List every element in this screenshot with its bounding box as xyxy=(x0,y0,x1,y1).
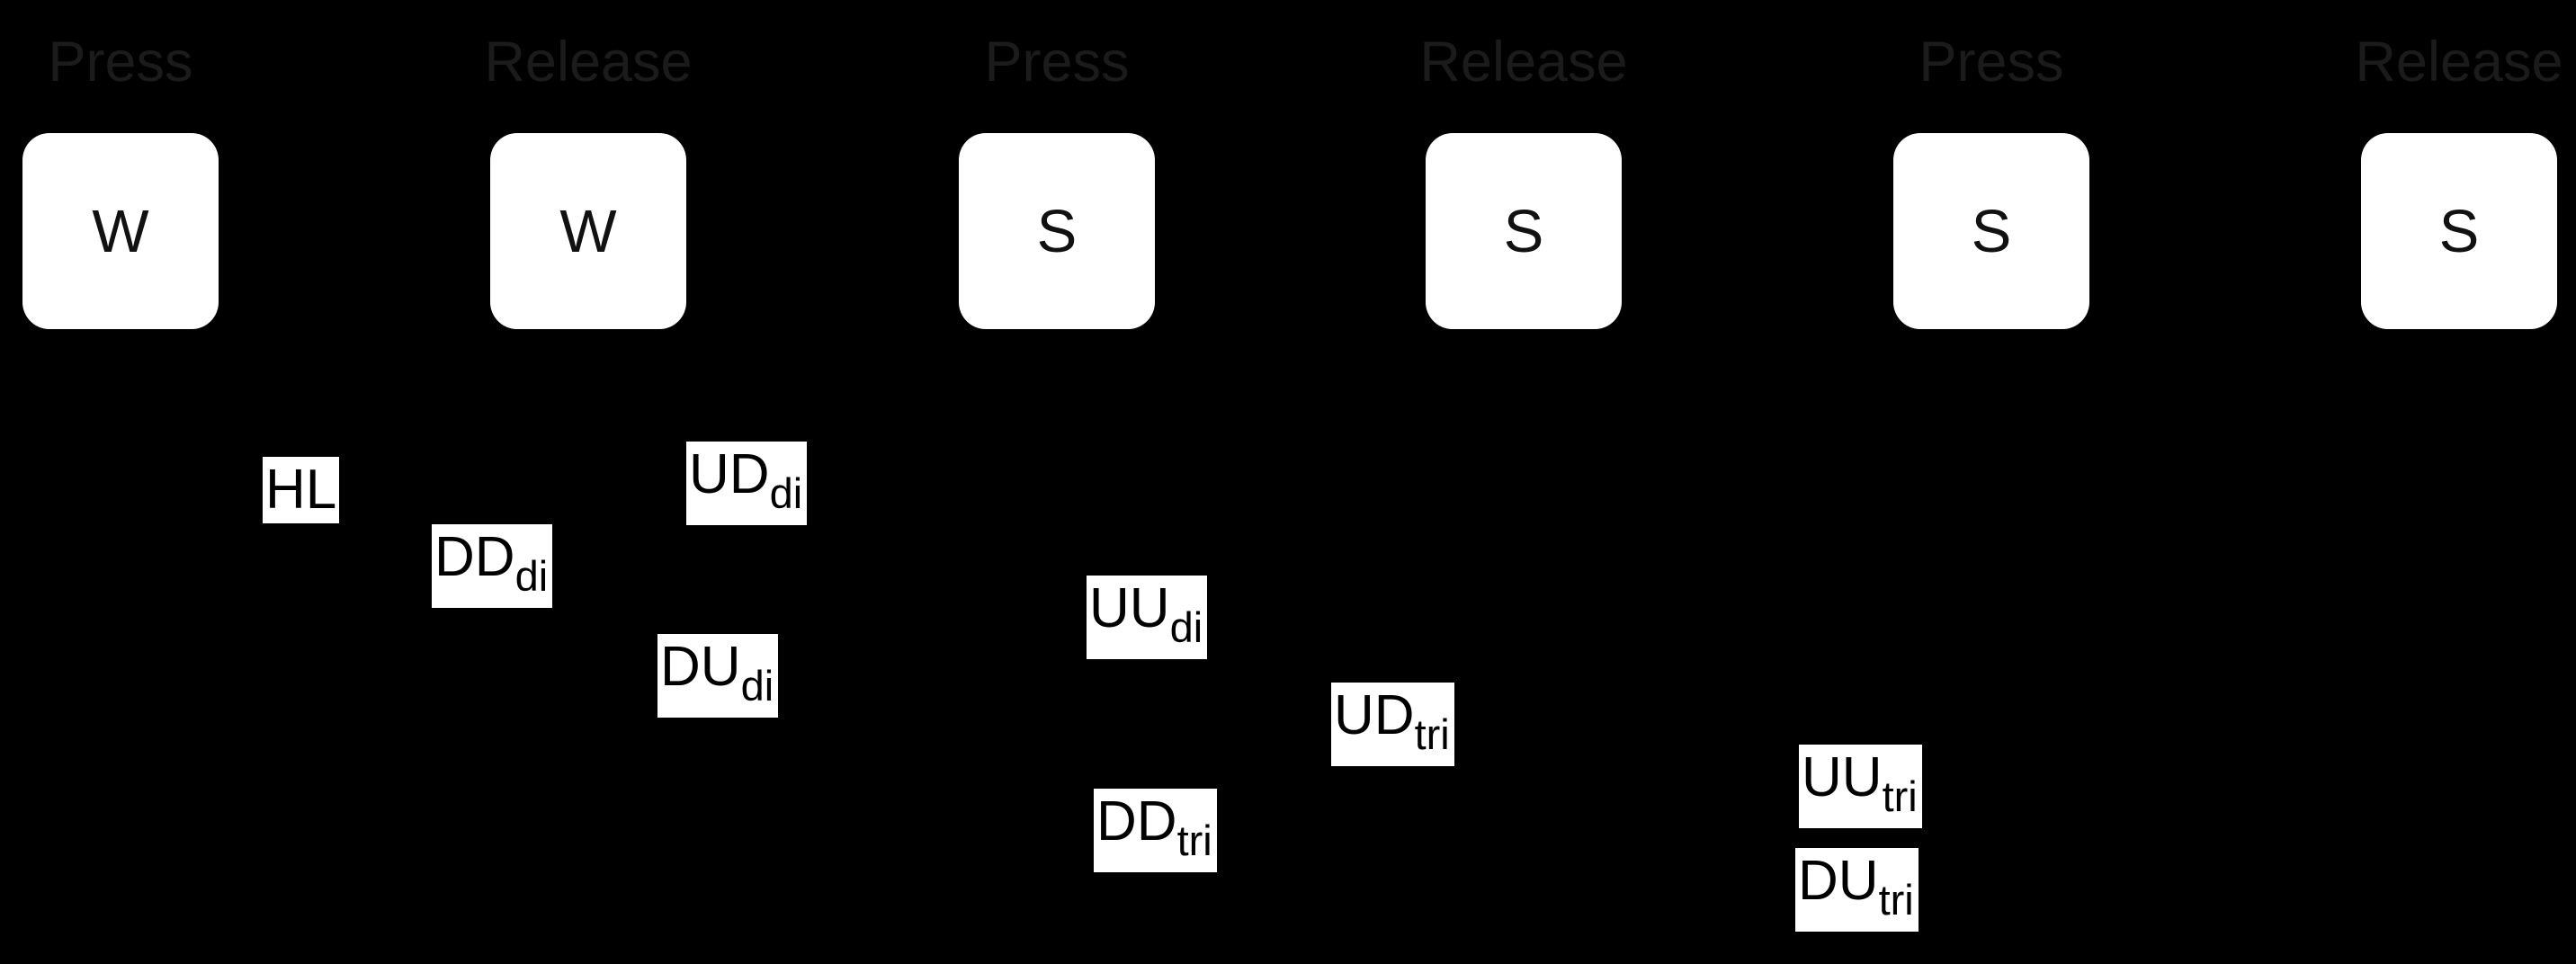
keycap-letter: S xyxy=(1036,197,1078,265)
feature-main: UU xyxy=(1802,746,1883,808)
keycap-w-press: W xyxy=(22,133,219,329)
feature-subscript: tri xyxy=(1882,772,1918,820)
event-label-release-2: Release xyxy=(1419,31,1628,94)
feature-main: DD xyxy=(434,526,515,588)
keycap-letter: W xyxy=(559,197,617,265)
keycap-s-release-2: S xyxy=(2361,133,2557,329)
feature-main: DU xyxy=(1798,850,1879,912)
event-label-release-1: Release xyxy=(484,31,693,94)
keycap-s-press-2: S xyxy=(1893,133,2089,329)
feature-subscript: tri xyxy=(1878,876,1914,924)
feature-subscript: di xyxy=(769,469,803,517)
feature-label-uu-tri: UU tri xyxy=(1799,745,1922,828)
feature-subscript: di xyxy=(514,552,549,600)
event-label-release-3: Release xyxy=(2355,31,2563,94)
keycap-letter: S xyxy=(1971,197,2012,265)
feature-label-dd-tri: DD tri xyxy=(1094,789,1217,872)
feature-label-ud-di: UD di xyxy=(686,442,808,525)
feature-subscript: di xyxy=(740,662,774,710)
feature-subscript: tri xyxy=(1176,817,1212,864)
feature-main: DD xyxy=(1096,790,1177,852)
feature-label-hl: HL xyxy=(263,457,340,523)
feature-label-ud-tri: UD tri xyxy=(1331,683,1454,766)
feature-subscript: di xyxy=(1169,603,1203,651)
keycap-letter: S xyxy=(2438,197,2480,265)
event-label-press-1: Press xyxy=(48,31,193,94)
keycap-w-release: W xyxy=(490,133,686,329)
keycap-s-release-1: S xyxy=(1426,133,1622,329)
event-label-press-2: Press xyxy=(984,31,1130,94)
feature-main: UU xyxy=(1089,577,1170,639)
feature-main: HL xyxy=(265,459,337,521)
feature-label-uu-di: UU di xyxy=(1087,576,1208,659)
feature-main: DU xyxy=(660,636,741,698)
feature-main: UD xyxy=(1334,684,1415,746)
keycap-s-press-1: S xyxy=(959,133,1155,329)
feature-label-dd-di: DD di xyxy=(432,524,553,608)
keycap-letter: W xyxy=(92,197,149,265)
keycap-letter: S xyxy=(1503,197,1544,265)
feature-main: UD xyxy=(689,443,770,505)
feature-subscript: tri xyxy=(1414,710,1450,758)
feature-label-du-tri: DU tri xyxy=(1795,848,1919,932)
event-label-press-3: Press xyxy=(1919,31,2064,94)
feature-label-du-di: DU di xyxy=(657,634,779,718)
